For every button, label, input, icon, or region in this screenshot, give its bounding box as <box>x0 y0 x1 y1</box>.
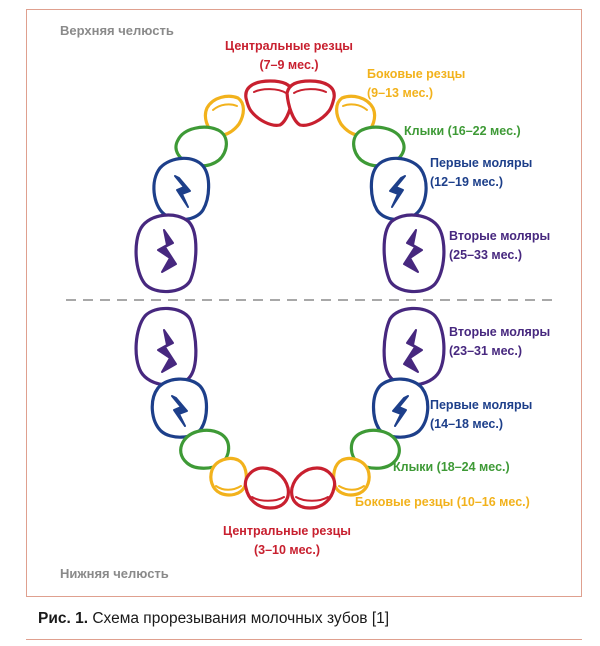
label-upper-first-molar-name: Первые моляры <box>430 156 532 170</box>
tooth-upper-canine-left <box>174 125 228 168</box>
fissure-lower-first-molar-left <box>171 395 188 427</box>
tooth-lower-central-left <box>243 466 290 510</box>
label-lower-central-age: (3–10 мес.) <box>254 543 320 557</box>
upper-teeth <box>134 79 446 294</box>
tooth-upper-canine-right <box>352 125 406 168</box>
tooth-upper-central-left-mark <box>253 88 287 94</box>
lower-teeth <box>134 306 446 510</box>
label-upper-second-molar-name: Вторые моляры <box>449 229 550 243</box>
fissure-upper-first-molar-right <box>389 175 406 208</box>
fissure-lower-first-molar-right <box>392 395 409 427</box>
tooth-upper-central-right-mark <box>293 88 327 94</box>
lower-jaw-label: Нижняя челюсть <box>60 566 169 581</box>
label-upper-canine: Клыки (16–22 мес.) <box>404 124 521 138</box>
tooth-lower-central-left-mark <box>251 496 285 502</box>
label-lower-second-molar-name: Вторые моляры <box>449 325 550 339</box>
tooth-eruption-diagram: Верхняя челюсть Нижняя челюсть <box>60 23 556 581</box>
label-lower-first-molar-age: (14–18 мес.) <box>430 417 503 431</box>
fissure-upper-second-molar-left <box>157 229 177 273</box>
label-upper-first-molar-age: (12–19 мес.) <box>430 175 503 189</box>
label-upper-lateral-name: Боковые резцы <box>367 67 465 81</box>
figure-caption-text: Схема прорезывания молочных зубов [1] <box>88 610 390 627</box>
label-upper-lateral-age: (9–13 мес.) <box>367 86 433 100</box>
tooth-upper-central-left <box>244 79 295 127</box>
tooth-lower-central-right <box>290 466 337 510</box>
figure-caption-prefix: Рис. 1. <box>38 610 89 627</box>
tooth-lower-lateral-left-mark <box>215 485 242 491</box>
label-lower-lateral: Боковые резцы (10–16 мес.) <box>355 495 530 509</box>
fissure-upper-first-molar-left <box>174 175 191 208</box>
label-lower-central-name: Центральные резцы <box>223 524 351 538</box>
fissure-lower-second-molar-left <box>157 329 177 373</box>
label-lower-first-molar-name: Первые моляры <box>430 398 532 412</box>
label-upper-central-age: (7–9 мес.) <box>259 58 318 72</box>
tooth-upper-lateral-left-mark <box>212 103 238 111</box>
figure-caption: Рис. 1. Схема прорезывания молочных зубо… <box>38 610 389 628</box>
label-lower-canine: Клыки (18–24 мес.) <box>393 460 510 474</box>
label-upper-central-name: Центральные резцы <box>225 39 353 53</box>
tooth-upper-central-right <box>285 79 336 127</box>
tooth-upper-lateral-right-mark <box>342 103 368 111</box>
tooth-lower-lateral-right-mark <box>338 485 365 491</box>
fissure-upper-second-molar-right <box>403 229 423 273</box>
label-upper-second-molar-age: (25–33 мес.) <box>449 248 522 262</box>
tooth-lower-central-right-mark <box>295 496 329 502</box>
figure-frame <box>26 9 582 597</box>
caption-divider <box>26 639 582 640</box>
upper-jaw-label: Верхняя челюсть <box>60 23 174 38</box>
label-lower-second-molar-age: (23–31 мес.) <box>449 344 522 358</box>
fissure-lower-second-molar-right <box>403 329 423 373</box>
